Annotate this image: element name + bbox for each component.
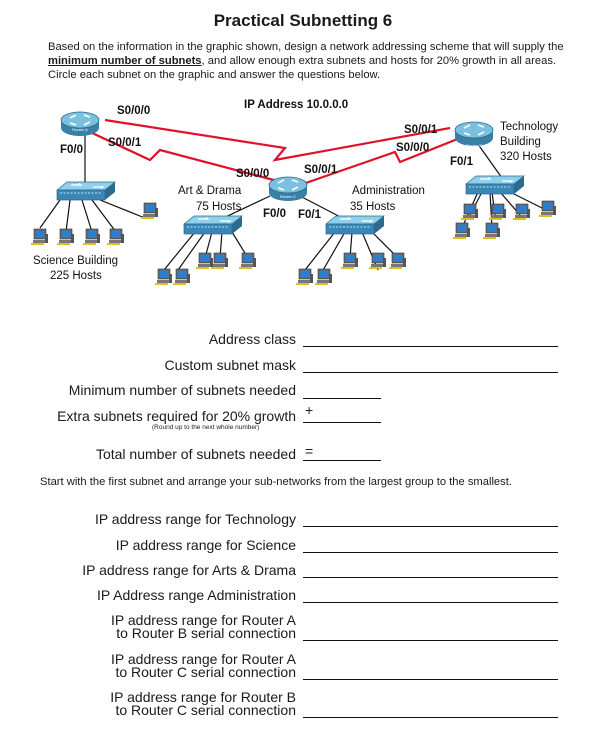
admin-switch-icon	[325, 215, 385, 235]
address-class-field[interactable]	[303, 346, 558, 347]
admin-hosts-label: 35 Hosts	[350, 201, 396, 213]
router-b-icon: Router B	[454, 121, 494, 148]
pc-icon	[314, 268, 333, 286]
router-a-s001-label: S0/0/1	[108, 137, 142, 149]
intro-paragraph: Based on the information in the graphic …	[48, 40, 568, 82]
range-admin-label: IP Address range Administration	[97, 587, 296, 603]
intro-text-1: Based on the information in the graphic …	[48, 41, 564, 53]
router-c-icon: Router C	[268, 176, 308, 202]
router-c-s000-label: S0/0/0	[236, 168, 269, 180]
equals-sign: =	[305, 443, 314, 459]
tech-hosts-label: 320 Hosts	[500, 151, 552, 163]
pc-icon	[82, 228, 101, 246]
art-switch-icon	[183, 215, 243, 235]
pc-icon	[452, 222, 471, 240]
pc-icon	[482, 222, 501, 240]
pc-icon	[460, 203, 479, 221]
router-c-f00-label: F0/0	[263, 208, 286, 220]
min-subnets-label: Minimum number of subnets needed	[68, 382, 296, 398]
science-switch-icon	[56, 181, 116, 201]
range-bc-line2: to Router C serial connection	[115, 701, 296, 718]
pc-icon	[30, 228, 49, 246]
range-admin-field[interactable]	[303, 602, 558, 603]
pc-icon	[195, 252, 214, 270]
pc-icon	[238, 252, 257, 270]
tech-name-line1: Technology	[500, 121, 558, 133]
pc-icon	[172, 268, 191, 286]
address-class-label: Address class	[208, 331, 296, 347]
router-b-label: Router B	[466, 143, 482, 148]
page-title: Practical Subnetting 6	[213, 11, 393, 30]
range-ab-line1: IP address range for Router A	[111, 612, 296, 628]
router-a-icon: Router A	[60, 111, 100, 137]
art-pcs	[154, 252, 257, 286]
router-c-label: Router C	[280, 194, 296, 199]
custom-mask-field[interactable]	[303, 372, 558, 373]
range-ab-field[interactable]	[303, 640, 558, 641]
pc-icon	[56, 228, 75, 246]
range-science-field[interactable]	[303, 552, 558, 553]
pc-icon	[295, 268, 314, 286]
science-pcs	[30, 202, 159, 246]
pc-icon	[340, 252, 359, 270]
total-subnets-field[interactable]	[303, 460, 381, 461]
pc-icon	[106, 228, 125, 246]
tech-switch-icon	[465, 175, 525, 195]
range-ac-line2: to Router C serial connection	[115, 663, 296, 680]
min-subnets-field[interactable]	[303, 398, 381, 399]
router-c-s001-label: S0/0/1	[304, 164, 338, 176]
tech-name-line2: Building	[500, 136, 541, 148]
pc-icon	[538, 200, 557, 218]
pc-icon	[512, 203, 531, 221]
router-b-s001-label: S0/0/1	[404, 124, 438, 136]
range-ab-line2: to Router B serial connection	[116, 624, 296, 641]
range-art-label: IP address range for Arts & Drama	[82, 562, 296, 578]
admin-pcs	[295, 252, 407, 286]
range-tech-field[interactable]	[303, 526, 558, 527]
router-a-s000-label: S0/0/0	[117, 105, 150, 117]
range-science-label: IP address range for Science	[115, 537, 296, 553]
pc-icon	[154, 268, 173, 286]
router-b-s000-label: S0/0/0	[396, 142, 429, 154]
round-note: (Round up to the next whole number)	[152, 424, 260, 431]
art-name-label: Art & Drama	[178, 185, 242, 197]
science-name-label: Science Building	[33, 255, 118, 267]
intro-text-2: , and allow enough extra subnets and hos…	[48, 55, 557, 81]
range-tech-label: IP address range for Technology	[94, 511, 296, 527]
router-c-f01-label: F0/1	[298, 209, 322, 221]
range-ac-line1: IP address range for Router A	[111, 651, 296, 667]
extra-subnets-label: Extra subnets required for 20% growth	[57, 408, 296, 424]
range-bc-field[interactable]	[303, 717, 558, 718]
science-hosts-label: 225 Hosts	[50, 270, 102, 282]
instruction-text: Start with the first subnet and arrange …	[40, 476, 512, 488]
ip-address-label: IP Address 10.0.0.0	[244, 99, 348, 111]
pc-icon	[210, 252, 229, 270]
custom-mask-label: Custom subnet mask	[164, 357, 297, 373]
pc-icon	[140, 202, 159, 220]
network-diagram: Router A Router C Router B	[30, 99, 558, 286]
router-a-f00-label: F0/0	[60, 144, 83, 156]
intro-emphasis: minimum number of subnets	[48, 55, 202, 67]
art-hosts-label: 75 Hosts	[196, 201, 242, 213]
total-subnets-label: Total number of subnets needed	[95, 446, 296, 462]
extra-subnets-field[interactable]	[303, 422, 381, 423]
pc-icon	[388, 252, 407, 270]
range-art-field[interactable]	[303, 577, 558, 578]
admin-name-label: Administration	[352, 185, 425, 197]
range-bc-line1: IP address range for Router B	[110, 689, 296, 705]
router-a-label: Router A	[72, 127, 88, 132]
router-b-f01-label: F0/1	[450, 156, 474, 168]
plus-sign: +	[305, 402, 314, 418]
range-ac-field[interactable]	[303, 679, 558, 680]
